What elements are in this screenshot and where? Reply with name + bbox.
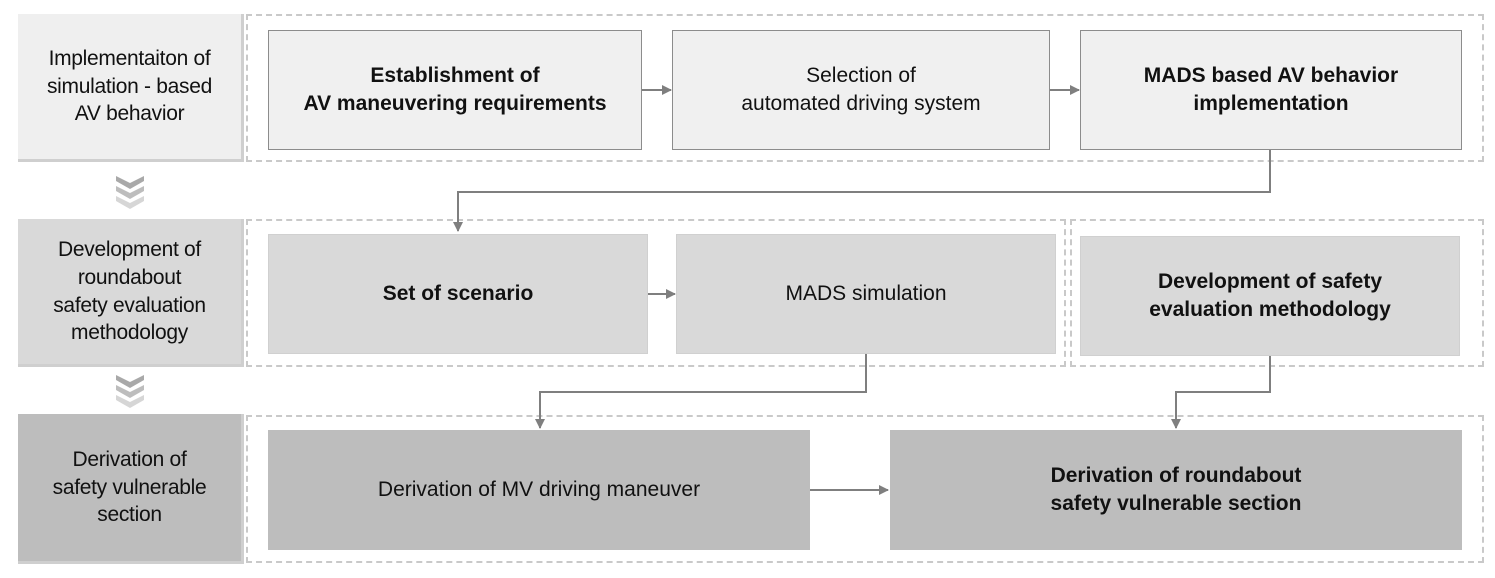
mads-simulation-box: MADS simulation	[676, 234, 1056, 354]
arrow-method-to-section	[1171, 356, 1271, 429]
arrow-sim-to-mv	[535, 354, 867, 429]
stage-label-3: Derivation of safety vulnerable section	[18, 414, 244, 564]
chevron-down-icon-1	[116, 176, 144, 209]
chevron-down-icon-2	[116, 375, 144, 408]
vulnerable-section-box: Derivation of roundabout safety vulnerab…	[890, 430, 1462, 550]
safety-methodology-box: Development of safety evaluation methodo…	[1080, 236, 1460, 356]
scenario-set-box: Set of scenario	[268, 234, 648, 354]
stage-label-1: Implementaiton of simulation - based AV …	[18, 14, 244, 162]
row2-group-left	[246, 219, 1066, 367]
mv-maneuver-box: Derivation of MV driving maneuver	[268, 430, 810, 550]
arrow-row1-to-row2	[453, 150, 1271, 232]
mads-implementation-box: MADS based AV behavior implementation	[1080, 30, 1462, 150]
row1-group	[246, 14, 1484, 162]
row3-group	[246, 415, 1484, 563]
row2-group-right	[1070, 219, 1484, 367]
stage-label-2: Development of roundabout safety evaluat…	[18, 219, 244, 367]
ads-selection-box: Selection of automated driving system	[672, 30, 1050, 150]
avm-requirements-box: Establishment of AV maneuvering requirem…	[268, 30, 642, 150]
